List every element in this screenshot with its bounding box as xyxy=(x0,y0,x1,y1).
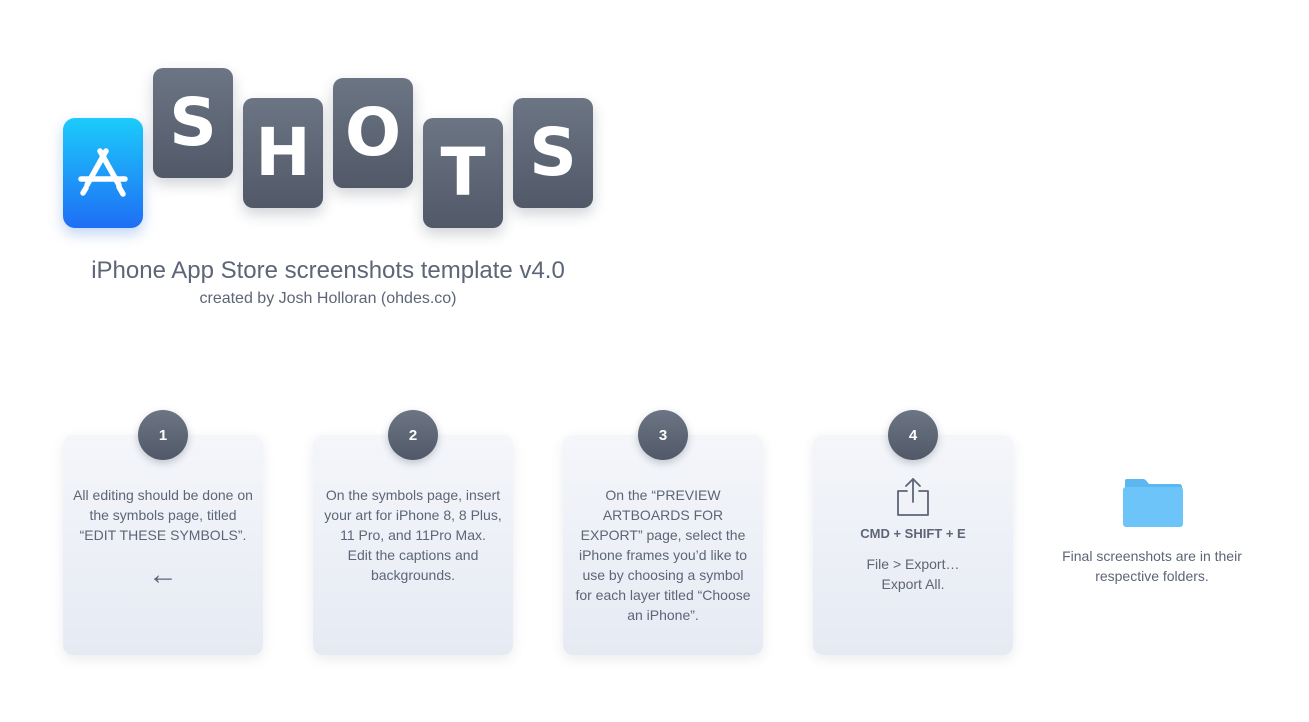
step-3-line: use by choosing a symbol xyxy=(582,567,744,583)
step-2-line: Edit the captions and xyxy=(347,547,479,563)
step-1-line: the symbols page, titled xyxy=(89,507,237,523)
final-line: Final screenshots are in their xyxy=(1062,548,1242,564)
page-title: iPhone App Store screenshots template v4… xyxy=(91,257,565,284)
step-card-2: On the symbols page, insert your art for… xyxy=(313,435,513,655)
step-3-line: an iPhone”. xyxy=(627,607,699,623)
step-badge-3: 3 xyxy=(638,410,688,460)
step-2-text: On the symbols page, insert your art for… xyxy=(321,485,505,585)
step-3-line: for each layer titled “Choose xyxy=(575,587,751,603)
step-1-line: “EDIT THESE SYMBOLS”. xyxy=(79,527,247,543)
menu-action-label: Export All. xyxy=(881,576,945,592)
step-badge-4: 4 xyxy=(888,410,938,460)
step-card-4: CMD + SHIFT + E File > Export… Export Al… xyxy=(813,435,1013,655)
step-2-line: your art for iPhone 8, 8 Plus, xyxy=(324,507,502,523)
logo-letter-s1: S xyxy=(153,68,233,178)
step-2-line: On the symbols page, insert xyxy=(325,487,501,503)
step-3-line: ARTBOARDS FOR xyxy=(602,507,724,523)
shortcut-label: CMD + SHIFT + E xyxy=(860,526,966,541)
logo-letter-o: O xyxy=(333,78,413,188)
step-card-1: All editing should be done on the symbol… xyxy=(63,435,263,655)
logo-letter-s2: S xyxy=(513,98,593,208)
final-line: respective folders. xyxy=(1095,568,1209,584)
step-3-line: EXPORT” page, select the xyxy=(580,527,746,543)
menu-path-label: File > Export… xyxy=(866,556,960,572)
step-2-line: 11 Pro, and 11Pro Max. xyxy=(340,527,486,543)
app-store-glyph xyxy=(78,148,128,197)
step-1-line: All editing should be done on xyxy=(73,487,253,503)
step-badge-1: 1 xyxy=(138,410,188,460)
share-export-icon xyxy=(897,478,929,516)
step-3-line: iPhone frames you’d like to xyxy=(578,547,748,563)
logo-letter-h: H xyxy=(243,98,323,208)
step-card-3: On the “PREVIEW ARTBOARDS FOR EXPORT” pa… xyxy=(563,435,763,655)
arrow-left-icon: ← xyxy=(148,558,178,591)
step-3-text: On the “PREVIEW ARTBOARDS FOR EXPORT” pa… xyxy=(571,485,755,625)
step-1-text: All editing should be done on the symbol… xyxy=(71,485,255,545)
logo-letter-t: T xyxy=(423,118,503,228)
final-text: Final screenshots are in their respectiv… xyxy=(1052,546,1252,586)
folder-icon xyxy=(1123,479,1183,527)
step-3-line: On the “PREVIEW xyxy=(605,487,721,503)
step-badge-2: 2 xyxy=(388,410,438,460)
step-2-line: backgrounds. xyxy=(370,567,456,583)
app-store-icon xyxy=(63,118,143,228)
page-subtitle: created by Josh Holloran (ohdes.co) xyxy=(199,290,457,307)
